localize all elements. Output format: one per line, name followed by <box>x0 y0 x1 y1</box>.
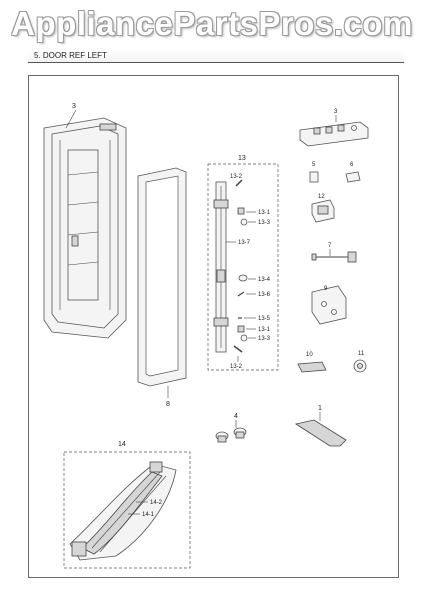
callout-door-assy: 3 <box>72 103 76 110</box>
cap-13-4[interactable] <box>238 274 248 282</box>
callout-part-5: 5 <box>312 162 316 168</box>
door-assembly[interactable] <box>43 117 127 339</box>
dispenser-group-box <box>207 163 279 371</box>
callout-handle-bar: 1 <box>318 405 322 412</box>
callout-13-7: 13-7 <box>238 240 251 246</box>
callout-part-11: 11 <box>358 351 365 357</box>
door-leader <box>65 109 77 129</box>
callout-dispenser-group: 13 <box>238 155 246 162</box>
washer-13-3-bottom[interactable] <box>240 334 248 342</box>
section-title: 5. DOOR REF LEFT <box>28 49 404 63</box>
hinge-bar-13-7[interactable] <box>213 181 229 353</box>
guard-14-assembly[interactable] <box>69 461 177 561</box>
door-gasket[interactable] <box>137 167 187 387</box>
part-6-clip[interactable] <box>345 171 361 183</box>
part-10-block[interactable] <box>297 361 327 373</box>
part-4-screws[interactable] <box>215 427 247 443</box>
pin-13-2-bottom[interactable] <box>233 345 243 353</box>
clip-13-1-top[interactable] <box>237 207 245 215</box>
callout-part-12: 12 <box>318 194 325 200</box>
callout-14-2: 14-2 <box>150 500 163 506</box>
part-9-hinge-plate[interactable] <box>311 285 347 325</box>
part-7-wire-harness[interactable] <box>311 251 357 263</box>
callout-13-3-top: 13-3 <box>258 220 271 226</box>
callout-part-10: 10 <box>306 352 313 358</box>
screw-13-6[interactable] <box>237 291 245 297</box>
callout-13-2-bottom: 13-2 <box>230 364 243 370</box>
pin-13-2-top[interactable] <box>235 179 243 187</box>
callout-13-1-top: 13-1 <box>258 210 271 216</box>
callout-guard-group: 14 <box>118 441 126 448</box>
callout-hinge-cover-top: 3 <box>334 109 338 115</box>
section-title-text: 5. DOOR REF LEFT <box>34 51 107 60</box>
site-watermark: AppliancePartsPros.com <box>0 2 424 46</box>
clip-13-1-bottom[interactable] <box>237 325 245 333</box>
callout-part-9: 9 <box>324 286 328 292</box>
callout-13-1-bottom: 13-1 <box>258 327 271 333</box>
part-12-holder[interactable] <box>311 199 335 223</box>
washer-13-3-top[interactable] <box>240 218 248 226</box>
callout-14-1: 14-1 <box>142 512 155 518</box>
callout-screws: 4 <box>234 413 238 420</box>
watermark-text: AppliancePartsPros.com <box>11 5 413 42</box>
callout-gasket: 8 <box>166 401 170 408</box>
hinge-cover-top[interactable] <box>299 121 369 147</box>
callout-13-5: 13-5 <box>258 316 271 322</box>
callout-13-6: 13-6 <box>258 292 271 298</box>
callout-part-7: 7 <box>328 243 332 249</box>
callout-13-4: 13-4 <box>258 277 271 283</box>
part-11-knob[interactable] <box>353 359 367 373</box>
part-5-bracket[interactable] <box>309 171 319 183</box>
callout-13-3-bottom: 13-3 <box>258 336 271 342</box>
callout-13-2-top: 13-2 <box>230 174 243 180</box>
callout-part-6: 6 <box>350 162 354 168</box>
guard-group-box <box>63 451 191 569</box>
diagram-frame <box>28 75 399 578</box>
part-1-handle-bar[interactable] <box>294 419 347 447</box>
